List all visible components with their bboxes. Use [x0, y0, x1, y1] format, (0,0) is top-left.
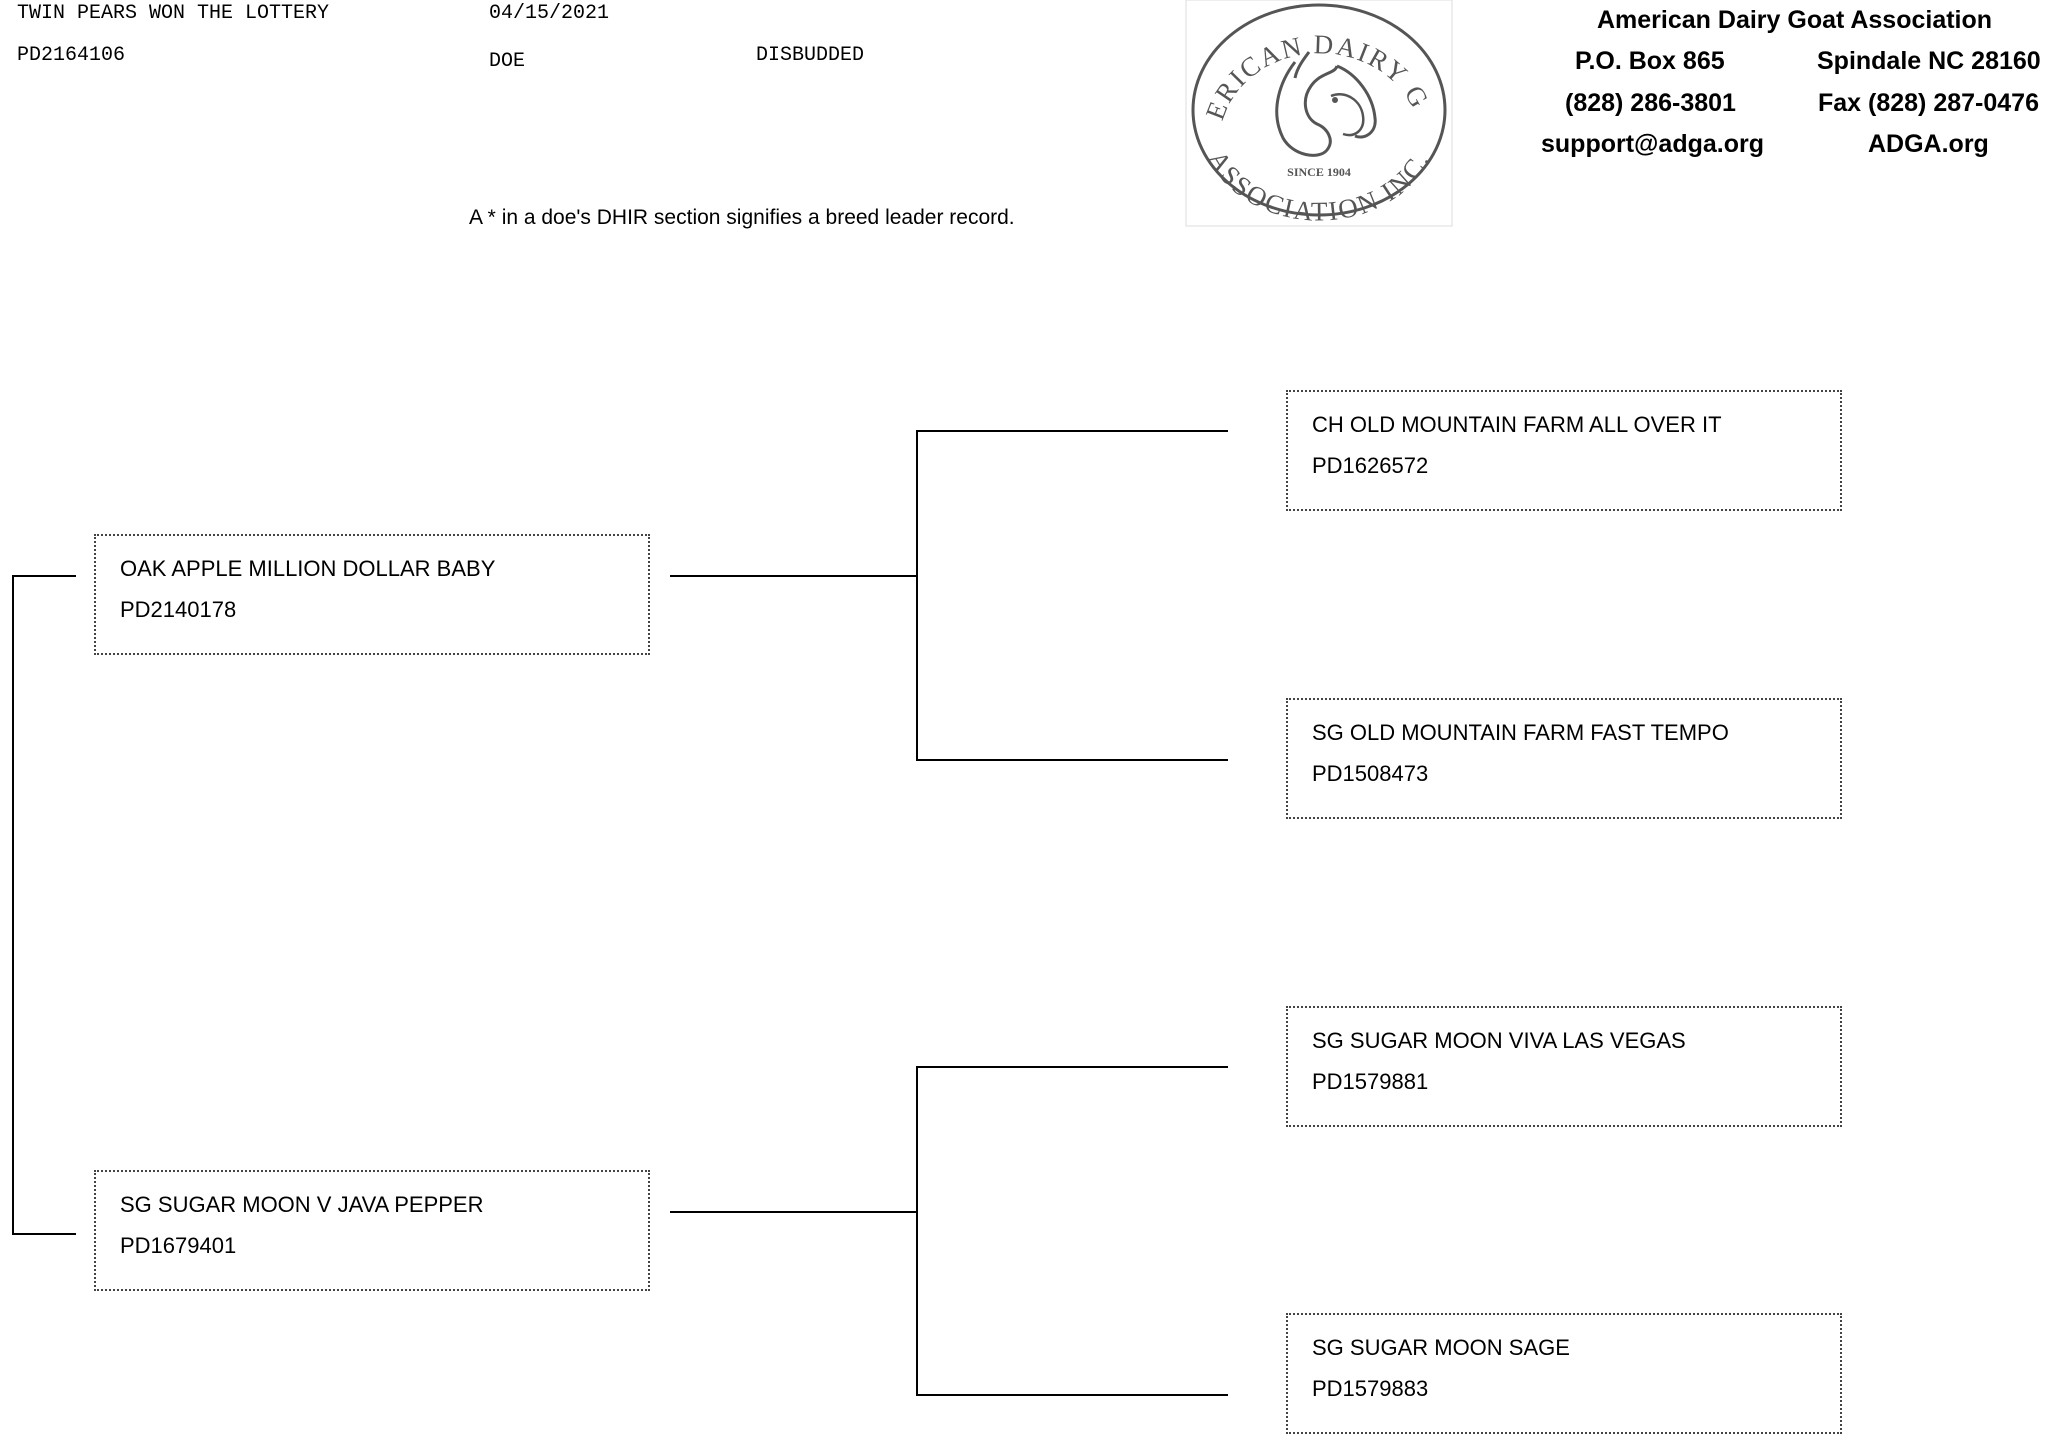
sex: DOE	[489, 50, 526, 73]
sire-sire-box[interactable]: CH OLD MOUNTAIN FARM ALL OVER IT PD16265…	[1286, 390, 1842, 511]
dam-name: SG SUGAR MOON V JAVA PEPPER	[120, 1192, 484, 1217]
horn-status: DISBUDDED	[756, 44, 865, 67]
root-bracket-vertical	[12, 575, 14, 1235]
dam-bracket-bottom	[916, 1394, 1228, 1396]
sire-dam-box[interactable]: SG OLD MOUNTAIN FARM FAST TEMPO PD150847…	[1286, 698, 1842, 819]
animal-name: TWIN PEARS WON THE LOTTERY	[17, 2, 330, 25]
dam-dam-registration: PD1579883	[1312, 1376, 1429, 1401]
email[interactable]: support@adga.org	[1541, 130, 1764, 158]
root-bracket-top	[12, 575, 76, 577]
adga-seal-icon: AMERICAN DAIRY GOAT ASSOCIATION INC. SIN…	[1172, 0, 1453, 227]
dam-sire-registration: PD1579881	[1312, 1069, 1429, 1094]
sire-sire-name: CH OLD MOUNTAIN FARM ALL OVER IT	[1312, 412, 1722, 437]
adga-logo: AMERICAN DAIRY GOAT ASSOCIATION INC. SIN…	[1172, 0, 1453, 227]
since-text: SINCE 1904	[1287, 165, 1351, 179]
dam-sire-name: SG SUGAR MOON VIVA LAS VEGAS	[1312, 1028, 1686, 1053]
po-box: P.O. Box 865	[1575, 47, 1725, 75]
dam-dam-box[interactable]: SG SUGAR MOON SAGE PD1579883	[1286, 1313, 1842, 1434]
dam-bracket-top	[916, 1066, 1228, 1068]
sire-bracket-bottom	[916, 759, 1228, 761]
birth-date: 04/15/2021	[489, 2, 610, 25]
sire-sire-registration: PD1626572	[1312, 453, 1429, 478]
root-bracket-bottom	[12, 1233, 76, 1235]
sire-box[interactable]: OAK APPLE MILLION DOLLAR BABY PD2140178	[94, 534, 650, 655]
sire-registration: PD2140178	[120, 597, 237, 622]
breed-leader-note: A * in a doe's DHIR section signifies a …	[469, 206, 1015, 229]
animal-registration: PD2164106	[17, 44, 126, 67]
sire-dam-name: SG OLD MOUNTAIN FARM FAST TEMPO	[1312, 720, 1729, 745]
phone: (828) 286-3801	[1565, 89, 1736, 117]
dam-registration: PD1679401	[120, 1233, 237, 1258]
dam-sire-box[interactable]: SG SUGAR MOON VIVA LAS VEGAS PD1579881	[1286, 1006, 1842, 1127]
dam-box[interactable]: SG SUGAR MOON V JAVA PEPPER PD1679401	[94, 1170, 650, 1291]
association-name: American Dairy Goat Association	[1597, 6, 1993, 34]
dam-dam-name: SG SUGAR MOON SAGE	[1312, 1335, 1570, 1360]
sire-bracket-top	[916, 430, 1228, 432]
sire-connector	[670, 575, 918, 577]
sire-dam-registration: PD1508473	[1312, 761, 1429, 786]
sire-bracket-vertical	[916, 430, 918, 761]
website-link[interactable]: ADGA.org	[1868, 130, 1989, 158]
city-state-zip: Spindale NC 28160	[1817, 47, 2041, 75]
dam-bracket-vertical	[916, 1066, 918, 1396]
dam-connector	[670, 1211, 918, 1213]
sire-name: OAK APPLE MILLION DOLLAR BABY	[120, 556, 496, 581]
fax: Fax (828) 287-0476	[1818, 89, 2039, 117]
